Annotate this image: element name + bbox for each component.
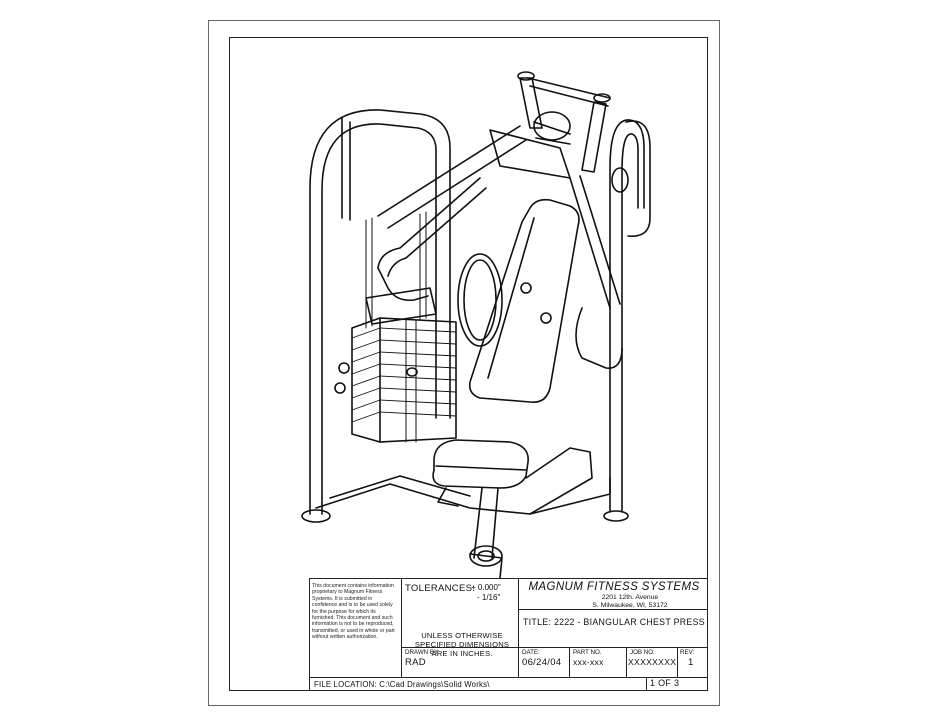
date-label: DATE:: [522, 649, 540, 656]
drawing-sheet: This document contains information propr…: [208, 20, 720, 706]
title-block: This document contains information propr…: [309, 578, 707, 691]
units-note: UNLESS OTHERWISE SPECIFIED DIMENSIONS AR…: [414, 631, 510, 658]
company-address: 2201 12th. Avenue S. Milwaukee, WI, 5317…: [575, 594, 685, 610]
tolerances-label: TOLERANCES:: [405, 583, 476, 594]
confidentiality-notice: This document contains information propr…: [312, 583, 395, 641]
rev-value: 1: [688, 657, 694, 668]
sheet-number: 1 OF 3: [650, 678, 680, 688]
drawn-by-value: RAD: [405, 657, 426, 668]
chest-press-machine-drawing: [301, 71, 651, 578]
date-value: 06/24/04: [522, 657, 562, 668]
job-no-label: JOB NO.: [630, 649, 655, 656]
file-location: FILE LOCATION: C:\Cad Drawings\Solid Wor…: [314, 680, 490, 689]
job-no-value: XXXXXXXX: [628, 657, 677, 667]
address-line-2: S. Milwaukee, WI, 53172: [592, 602, 668, 609]
address-line-1: 2201 12th. Avenue: [601, 594, 659, 601]
tolerance-minus: - 1/16": [477, 593, 501, 602]
drawn-by-label: DRAWN BY:: [405, 649, 440, 656]
drawing-title: TITLE: 2222 - BIANGULAR CHEST PRESS: [523, 617, 705, 627]
rev-label: REV:: [680, 649, 695, 656]
drawing-border: This document contains information propr…: [229, 37, 708, 691]
part-no-label: PART NO.: [573, 649, 602, 656]
company-name: MAGNUM FITNESS SYSTEMS: [528, 581, 700, 593]
tolerance-plus: + 0.000": [471, 583, 501, 592]
part-no-value: xxx-xxx: [573, 657, 604, 667]
